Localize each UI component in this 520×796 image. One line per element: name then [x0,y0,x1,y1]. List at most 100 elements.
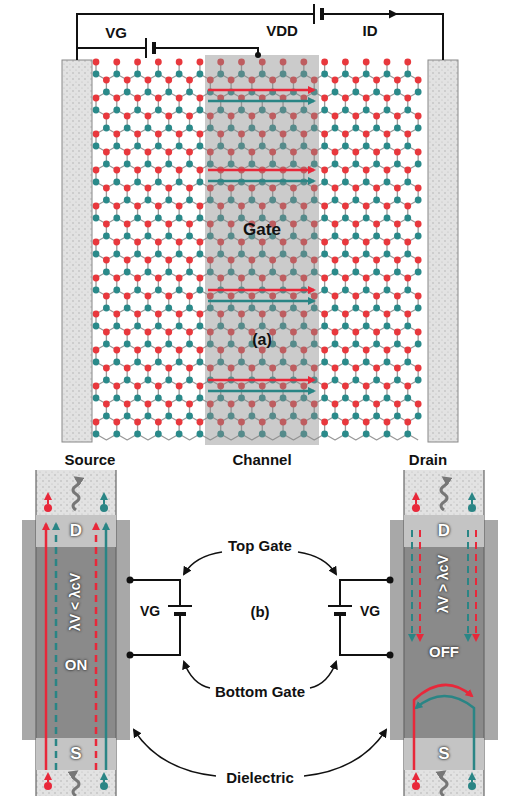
carbon-atom [394,233,401,240]
carbon-atom [321,251,328,258]
carbon-atom [404,203,411,210]
carbon-atom [145,125,152,132]
carbon-atom [373,77,380,84]
reflected-arrow [416,696,474,770]
carbon-atom [352,293,359,300]
carbon-atom [124,305,131,312]
carbon-atom [186,221,193,228]
carbon-atom [352,89,359,96]
carbon-atom [363,419,370,426]
carbon-atom [186,305,193,312]
carbon-atom [155,311,162,318]
carbon-atom [103,149,110,156]
carbon-atom [352,329,359,336]
transport-arrow [419,530,421,640]
carbon-atom [176,167,183,174]
carbon-atom [103,341,110,348]
carbon-atom [155,251,162,258]
voltage-label: VDD [266,23,298,40]
carbon-atom [373,365,380,372]
carbon-atom [113,131,120,138]
carbon-atom [165,185,172,192]
carbon-atom [363,323,370,330]
carbon-atom [124,149,131,156]
carbon-atom [145,89,152,96]
carbon-atom [186,377,193,384]
current-arrow [208,300,314,303]
carbon-atom [404,131,411,138]
carbon-atom [176,251,183,258]
carbon-atom [321,287,328,294]
carbon-atom [124,257,131,264]
current-arrow [208,89,314,92]
source-contact [404,738,484,770]
carbon-atom [384,71,391,78]
carbon-atom [363,107,370,114]
carbon-atom [155,419,162,426]
carbon-atom [145,185,152,192]
carbon-atom [321,311,328,318]
carbon-atom [145,221,152,228]
carbon-atom [155,71,162,78]
carbon-atom [145,257,152,264]
carbon-atom [145,365,152,372]
carbon-atom [415,161,422,168]
carbon-atom [394,329,401,336]
carbon-atom [165,233,172,240]
carbon-atom [145,233,152,240]
carrier-arrow [415,774,417,782]
carbon-atom [176,383,183,390]
carbon-atom [176,71,183,78]
carbon-atom [404,419,411,426]
carbon-atom [373,161,380,168]
carbon-atom [93,359,100,366]
carbon-atom [415,365,422,372]
carbon-atom [321,95,328,102]
carbon-atom [155,167,162,174]
transport-arrow [95,524,98,770]
carbon-atom [155,347,162,354]
node-text: D [70,522,82,541]
carbon-atom [415,401,422,408]
carbon-atom [332,401,339,408]
carbon-atom [197,107,204,114]
carbon-atom [363,311,370,318]
carbon-atom [384,143,391,150]
carbon-atom [415,329,422,336]
gate-channel: λV > λcVOFF [404,552,484,732]
carbon-atom [352,185,359,192]
carbon-atom [321,239,328,246]
carbon-atom [342,287,349,294]
carbon-atom [145,401,152,408]
node-text: OFF [429,644,459,661]
carbon-atom [103,89,110,96]
carbon-atom [363,131,370,138]
drain-contact [404,515,484,547]
carbon-atom [113,167,120,174]
current-arrow [208,180,314,183]
carbon-atom [373,269,380,276]
carbon-atom [134,323,141,330]
panel-label: (a) [252,331,272,349]
carbon-atom [404,95,411,102]
carbon-atom [113,179,120,186]
carbon-atom [373,113,380,120]
carbon-atom [352,221,359,228]
carbon-atom [342,311,349,318]
carbon-atom [186,185,193,192]
carbon-atom [113,359,120,366]
carbon-atom [197,419,204,426]
carbon-atom [363,359,370,366]
carbon-atom [404,395,411,402]
carbon-atom [384,395,391,402]
carbon-atom [113,383,120,390]
carbon-atom [113,275,120,282]
carbon-atom [124,377,131,384]
carrier-arrow [415,494,417,504]
carbon-atom [342,431,349,438]
carbon-atom [145,269,152,276]
carbon-atom [363,71,370,78]
carbon-atom [197,383,204,390]
carbon-atom [197,215,204,222]
voltage-label: VG [140,604,160,619]
